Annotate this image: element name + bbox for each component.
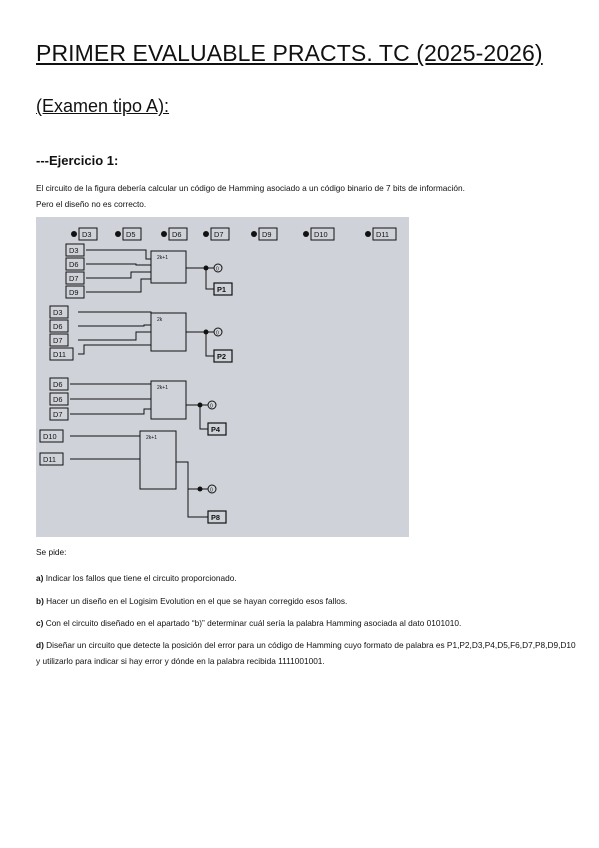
top-input-d5-label: D5	[126, 230, 135, 239]
group1-gate-label: 2k+1	[157, 255, 168, 261]
top-input-d9-box	[258, 227, 278, 241]
group1-input-2-label: D6	[69, 260, 78, 269]
question-b-text: Hacer un diseño en el Logisim Evolution …	[43, 596, 348, 606]
top-probe-dot-5	[251, 231, 257, 237]
group1-input-3-box	[65, 271, 85, 285]
question-a-text: Indicar los fallos que tiene el circuito…	[43, 573, 237, 583]
intro-line-2: Pero el diseño no es correcto.	[36, 199, 147, 209]
group1-input-3-label: D7	[69, 274, 78, 283]
question-d: d) Diseñar un circuito que detecte la po…	[36, 637, 581, 669]
group1-probe-value: 0	[216, 267, 219, 273]
top-input-d6-box	[168, 227, 188, 241]
group4-input-1-box	[39, 429, 64, 443]
question-b: b) Hacer un diseño en el Logisim Evoluti…	[36, 593, 581, 609]
group3-probe	[207, 400, 217, 410]
group1-junction-dot	[203, 265, 209, 271]
group3-input-2-box	[49, 392, 69, 406]
top-probe-dot-7	[365, 231, 371, 237]
group2-gate-label: 2k	[157, 317, 163, 323]
group3-probe-value: 0	[210, 404, 213, 410]
group4-probe-value: 0	[210, 488, 213, 494]
top-input-d5-box	[122, 227, 142, 241]
group1-input-2-box	[65, 257, 85, 271]
top-input-d7-label: D7	[214, 230, 223, 239]
group2-input-3-label: D7	[53, 336, 62, 345]
question-d-letter: d)	[36, 640, 44, 650]
question-c-letter: c)	[36, 618, 44, 628]
group1-input-4-label: D9	[69, 288, 78, 297]
circuit-wires	[70, 249, 214, 518]
group2-input-1-label: D3	[53, 308, 62, 317]
question-a-letter: a)	[36, 573, 44, 583]
top-input-d10-label: D10	[314, 230, 328, 239]
group2-output-box	[213, 349, 233, 363]
group3-parity-gate	[150, 380, 187, 420]
group2-output-label: P2	[217, 352, 226, 361]
question-a: a) Indicar los fallos que tiene el circu…	[36, 570, 581, 586]
top-input-d10-box	[310, 227, 335, 241]
group4-gate-label: 2k+1	[146, 435, 157, 441]
top-input-d11-label: D11	[376, 230, 389, 239]
group4-input-2-label: D11	[43, 455, 56, 464]
group4-parity-gate	[139, 430, 177, 490]
group3-output-box	[207, 422, 227, 436]
top-input-d3-box	[78, 227, 98, 241]
group3-junction-dot	[197, 402, 203, 408]
group2-probe-value: 0	[216, 331, 219, 337]
group2-input-1-box	[49, 305, 69, 319]
top-probe-dot-4	[203, 231, 209, 237]
group4-output-box	[207, 510, 227, 524]
group3-gate-label: 2k+1	[157, 385, 168, 391]
group3-input-2-label: D6	[53, 395, 62, 404]
top-probe-dot-3	[161, 231, 167, 237]
group3-output-label: P4	[211, 425, 221, 434]
group2-input-4-label: D11	[53, 350, 66, 359]
top-input-d9-label: D9	[262, 230, 271, 239]
group4-probe	[207, 484, 217, 494]
group1-output-box	[213, 282, 233, 296]
group1-input-1-box	[65, 243, 85, 257]
intro-line-1: El circuito de la figura debería calcula…	[36, 183, 465, 193]
group1-input-1-label: D3	[69, 246, 78, 255]
top-input-d3-label: D3	[82, 230, 91, 239]
top-input-d6-label: D6	[172, 230, 181, 239]
group1-probe	[213, 263, 223, 273]
group1-output-label: P1	[217, 285, 226, 294]
top-probe-dot-1	[71, 231, 77, 237]
question-b-letter: b)	[36, 596, 44, 606]
group1-parity-gate	[150, 250, 187, 284]
exercise-heading: ---Ejercicio 1:	[36, 153, 119, 168]
top-probe-dot-6	[303, 231, 309, 237]
group3-input-3-label: D7	[53, 410, 62, 419]
group2-parity-gate	[150, 312, 187, 352]
group3-input-3-box	[49, 407, 69, 421]
group2-input-2-label: D6	[53, 322, 62, 331]
document-subtitle: (Examen tipo A):	[36, 96, 170, 116]
se-pide-label: Se pide:	[36, 547, 67, 557]
group1-input-4-box	[65, 285, 85, 299]
group4-input-2-box	[39, 452, 64, 466]
group2-junction-dot	[203, 329, 209, 335]
group4-input-1-label: D10	[43, 432, 57, 441]
group4-junction-dot	[197, 486, 203, 492]
top-probe-dot-2	[115, 231, 121, 237]
top-input-d11-box	[372, 227, 397, 241]
group4-output-label: P8	[211, 513, 220, 522]
group2-input-2-box	[49, 319, 69, 333]
document-title: PRIMER EVALUABLE PRACTS. TC (2025-2026)	[36, 40, 543, 66]
question-c-text: Con el circuito diseñado en el apartado …	[43, 618, 462, 628]
group3-input-1-label: D6	[53, 380, 62, 389]
question-d-text: Diseñar un circuito que detecte la posic…	[36, 640, 576, 666]
group2-input-4-box	[49, 347, 74, 361]
top-input-d7-box	[210, 227, 230, 241]
group2-input-3-box	[49, 333, 69, 347]
group2-probe	[213, 327, 223, 337]
group3-input-1-box	[49, 377, 69, 391]
exercise-intro: El circuito de la figura debería calcula…	[36, 180, 576, 212]
question-c: c) Con el circuito diseñado en el aparta…	[36, 615, 581, 631]
